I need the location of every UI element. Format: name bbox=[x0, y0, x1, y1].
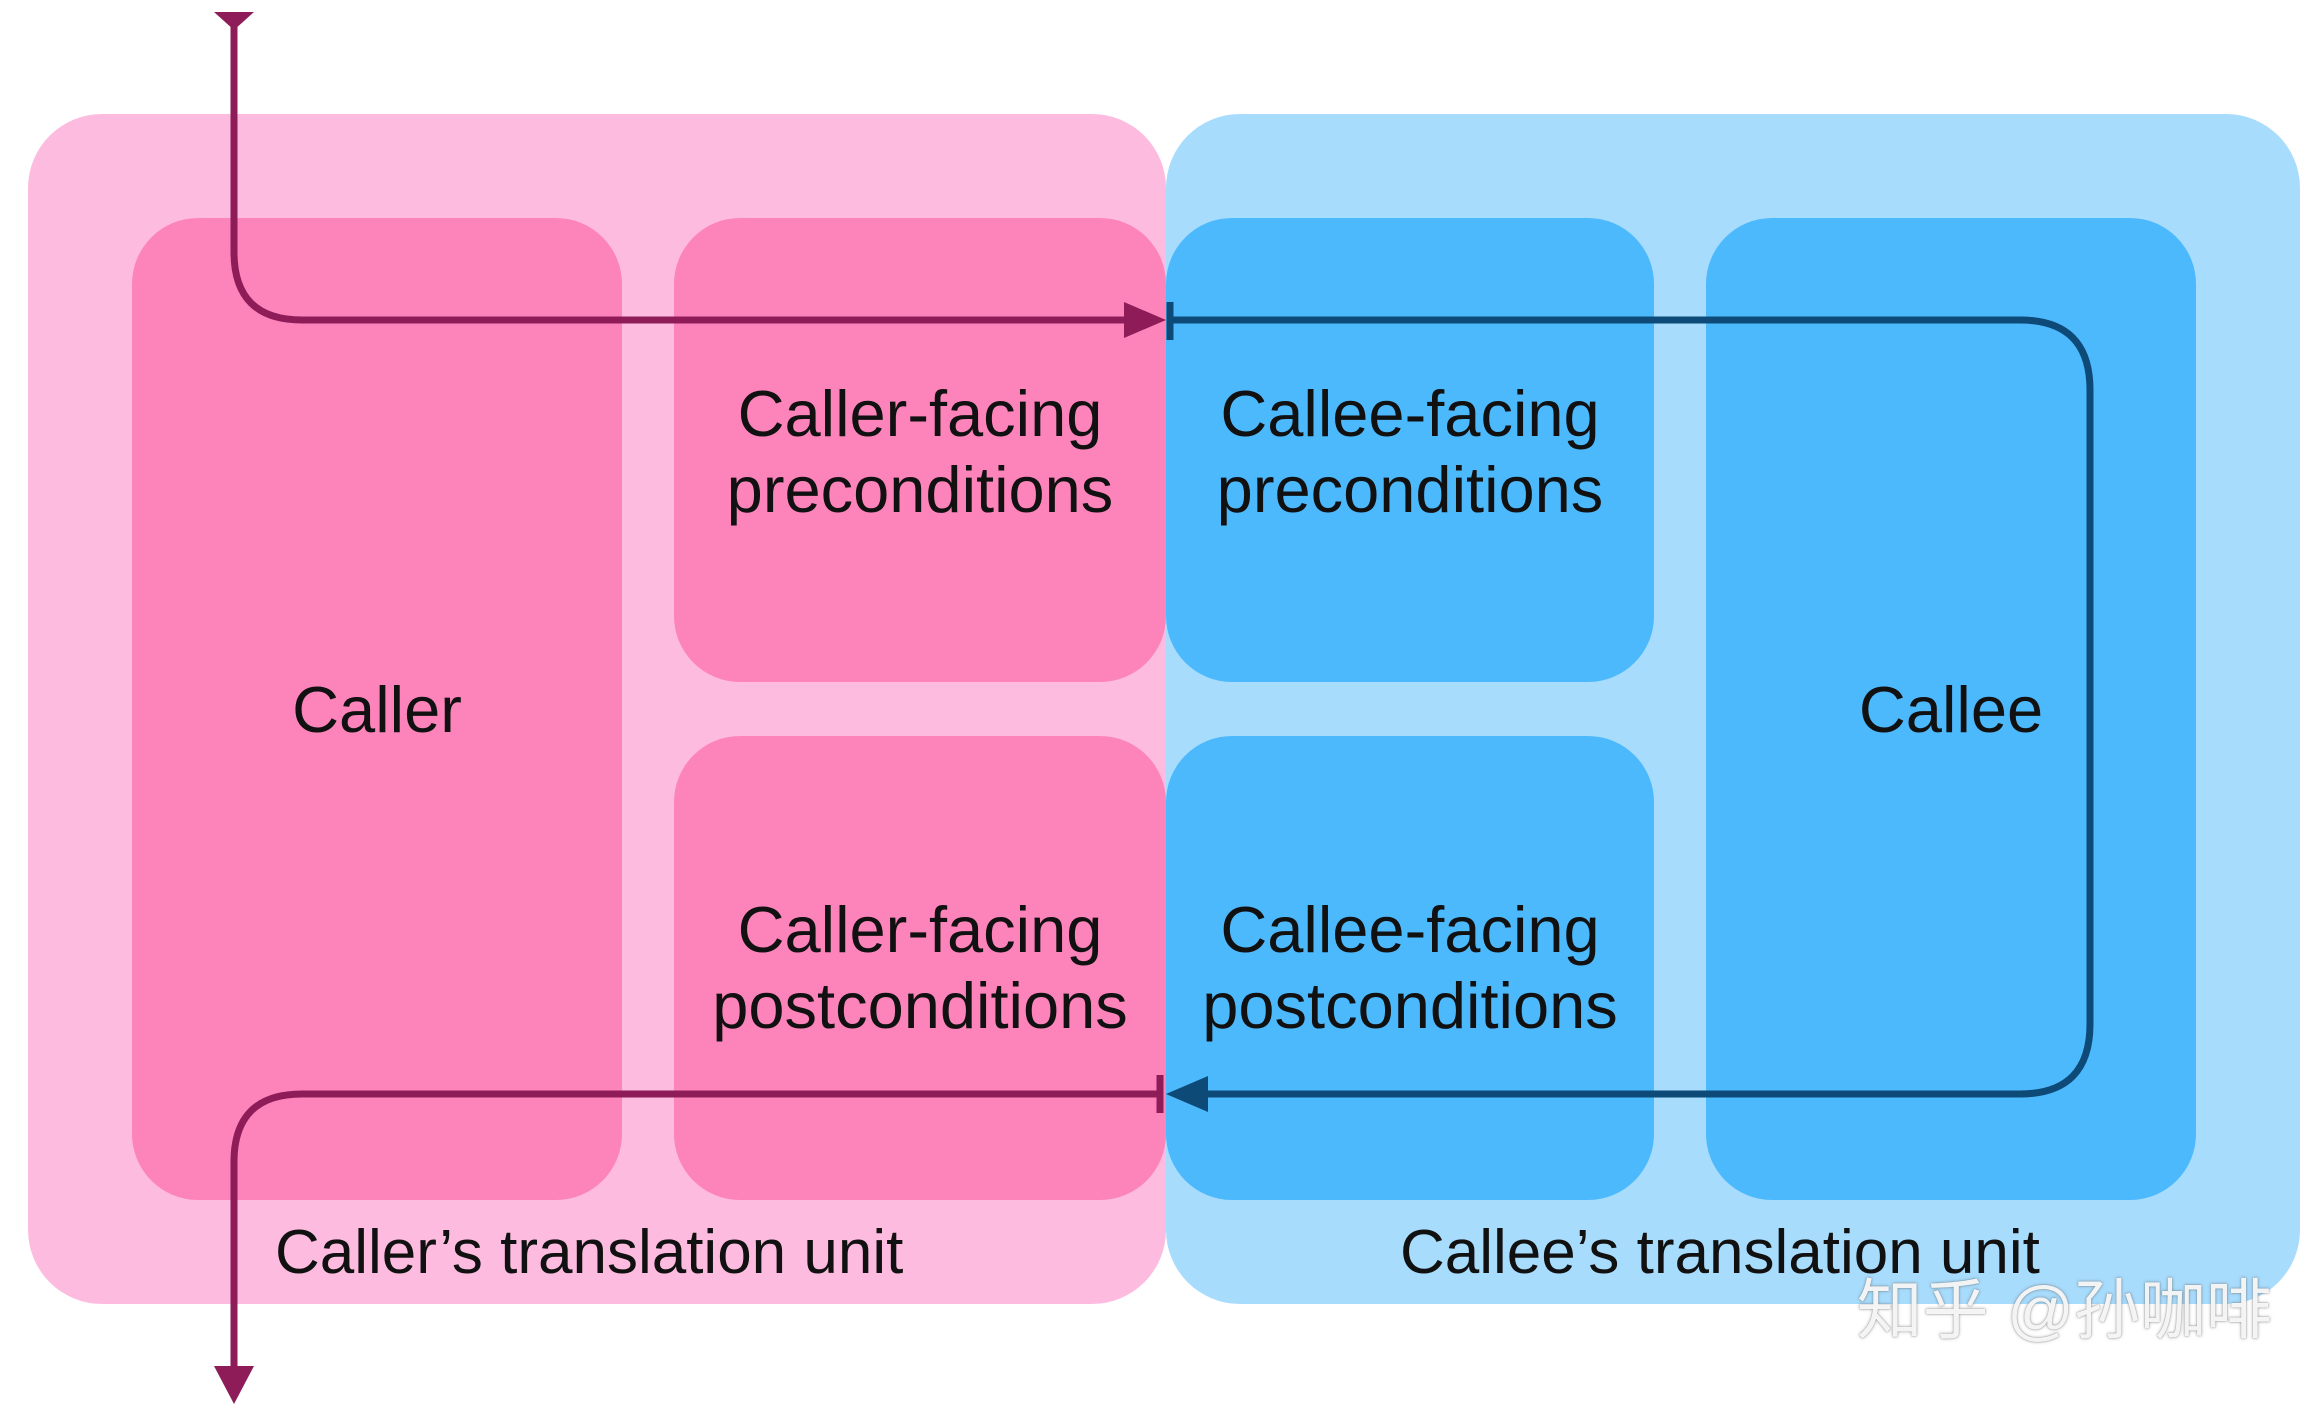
callee-translation-unit-label: Callee’s translation unit bbox=[1400, 1218, 2040, 1287]
call-entry-path bbox=[230, 20, 1130, 324]
caller-translation-unit-label: Caller’s translation unit bbox=[275, 1218, 904, 1287]
callee-label: Callee bbox=[1858, 673, 2044, 746]
caller-box bbox=[132, 218, 622, 1200]
callee-preconditions-box bbox=[1166, 218, 1654, 682]
call-return-path bbox=[230, 1090, 1160, 1372]
watermark: 知乎 @孙咖啡 bbox=[1856, 1273, 2272, 1347]
caller-preconditions-box bbox=[674, 218, 1166, 682]
callee-preconditions-label: Callee-facing preconditions bbox=[1216, 377, 1604, 526]
callee-return-arrowhead bbox=[1166, 1076, 1208, 1112]
callee-postconditions-label: Callee-facing postconditions bbox=[1202, 893, 1618, 1042]
caller-postconditions-box bbox=[674, 736, 1166, 1200]
callee-postconditions-box bbox=[1166, 736, 1654, 1200]
call-start-arrowhead bbox=[214, 12, 254, 30]
caller-preconditions-label: Caller-facing preconditions bbox=[726, 377, 1114, 526]
call-entry-arrowhead bbox=[1124, 302, 1166, 338]
caller-label: Caller bbox=[292, 673, 462, 746]
caller-postconditions-label: Caller-facing postconditions bbox=[712, 893, 1128, 1042]
callee-execution-path bbox=[1170, 316, 2094, 1098]
callee-box bbox=[1706, 218, 2196, 1200]
call-return-arrowhead bbox=[214, 1366, 254, 1404]
